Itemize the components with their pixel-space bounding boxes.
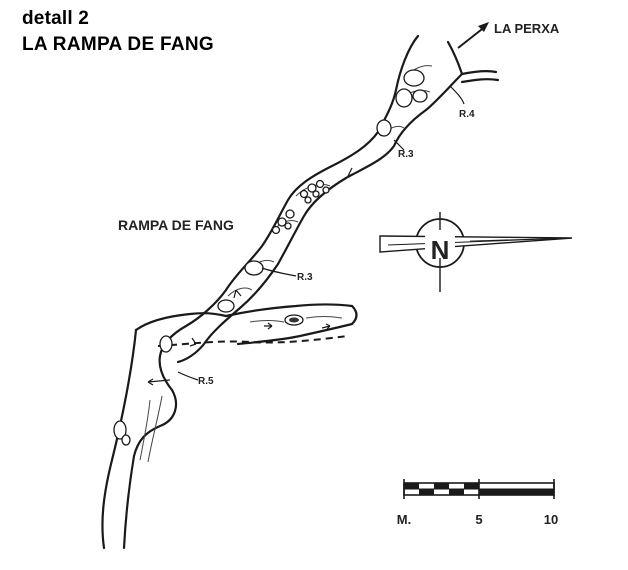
lateral-gallery-top: [224, 303, 354, 318]
exit-arrow: [457, 22, 489, 49]
rope-label-r5: R.5: [198, 376, 214, 387]
perxa-side-passage: [460, 70, 498, 76]
lateral-gallery-end: [350, 304, 358, 326]
perxa-side-passage-lower: [460, 78, 500, 84]
exit-label-la-perxa: LA PERXA: [494, 21, 560, 36]
lower-shaft-top: [134, 312, 228, 332]
passage-right-wall: [176, 40, 464, 364]
scale-label-5: 5: [475, 512, 482, 527]
rope-label-r3-lower: R.3: [297, 272, 313, 283]
map-title: LA RAMPA DE FANG: [22, 34, 214, 55]
map-subtitle: detall 2: [22, 8, 90, 29]
passage-label-rampa-de-fang: RAMPA DE FANG: [118, 217, 234, 233]
rope-label-r4: R.4: [459, 109, 475, 120]
north-arrow-icon: N: [379, 212, 573, 292]
north-letter: N: [431, 235, 450, 265]
upper-level-outline: [157, 335, 349, 347]
scale-label-m: M.: [397, 512, 411, 527]
scale-label-10: 10: [544, 512, 558, 527]
lower-shaft-right-wall: [122, 388, 178, 550]
rope-label-r3-upper: R.3: [398, 149, 414, 160]
scale-bar: M. 5 10: [397, 479, 558, 527]
lower-shaft-left-wall: [101, 328, 138, 550]
